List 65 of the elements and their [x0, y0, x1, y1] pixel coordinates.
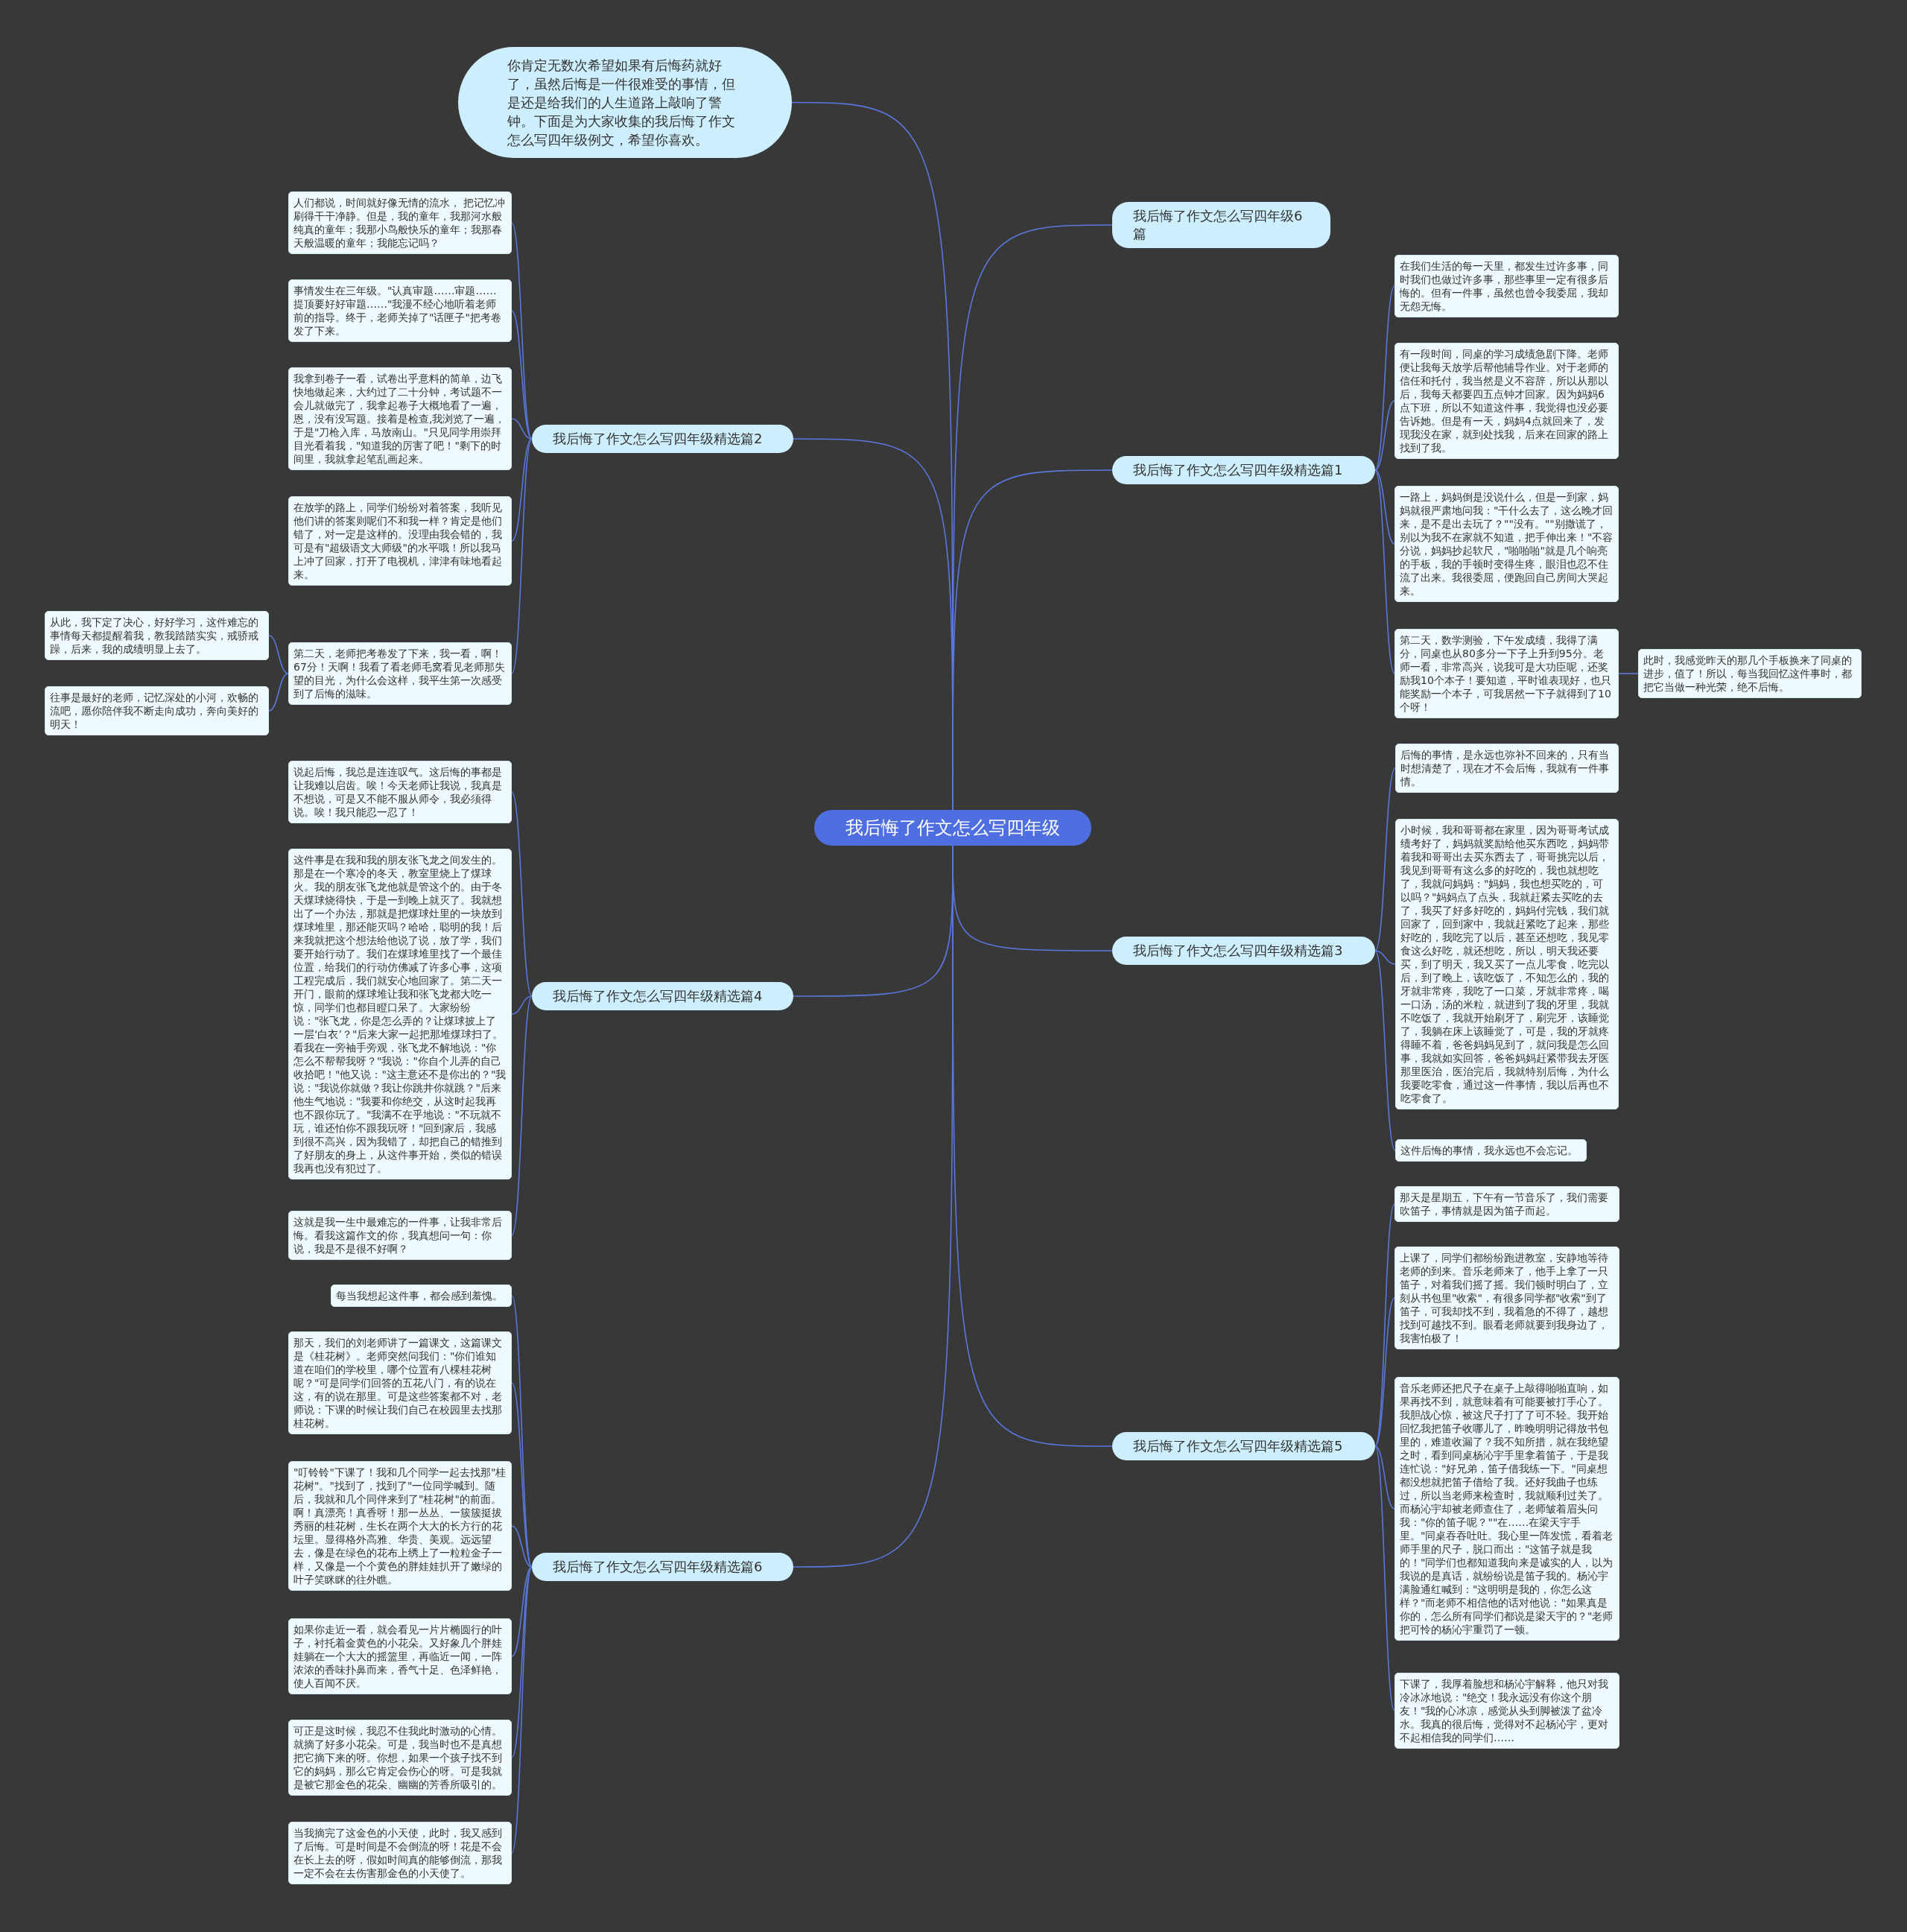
- text-note: 下课了，我厚着脸想和杨沁宇解释，他只对我冷冰冰地说："绝交！我永远没有你这个朋友！"我的心冰凉，感觉从头到脚被泼了盆冷水。我真的很后悔，觉得对不起杨沁宇，更对不起相信我的同学们……: [1394, 1673, 1619, 1749]
- text-note: 每当我想起这件事，都会感到羞愧。: [331, 1285, 512, 1307]
- text-note: 往事是最好的老师，记忆深处的小河，欢畅的流吧，愿你陪伴我不断走向成功，奔向美好的明天！: [45, 686, 269, 735]
- text-note: 如果你走近一看，就会看见一片片椭圆行的叶子，衬托着金黄色的小花朵。又好象几个胖娃娃躺在一个大大的摇篮里，再临近一闻，一阵浓浓的香味扑鼻而来，香气十足、色泽鲜艳，使人百闻不厌。: [288, 1618, 512, 1694]
- connector-line: [1618, 673, 1639, 674]
- connector-line: [1374, 285, 1395, 471]
- connector-line: [1374, 1445, 1395, 1711]
- branch-topic: 我后悔了作文怎么写四年级精选篇6: [532, 1553, 793, 1581]
- branch-topic: 我后悔了作文怎么写四年级精选篇2: [532, 425, 793, 453]
- text-note: 音乐老师还把尺子在桌子上敲得啪啪直响，如果再找不到，就意味着有可能要被打手心了。我胆战心惊，被这尺子打了了可不轻。我开始回忆我把笛子收哪儿了，昨晚明明记得放书包里的，难道收漏了？我不知所措，就在我绝望之时，看到同桌杨沁宇手里拿着笛子，于是我连忙说："好兄弟，笛子借我练一下。"同桌想都没想就把笛子借给了我。还好我曲子也练过，所以当老师来检查时，我就顺利过关了。而杨沁宇却被老师查住了，老师皱着眉头问我："你的笛子呢？""在……在梁天宇手里。"同桌吞吞吐吐。我心里一阵发慌，看着老师手里的尺子，脱口而出："这笛子就是我的！"同学们也都知道我向来是诚实的人，以为我说的是真话，就纷纷说是笛子我的。杨沁宇满脸通红喊到："这明明是我的，你怎么这样？"而老师不相信他的话对他说："如果真是你的，怎么所有同学们都说是梁天宇的？"老师把可怜的杨沁宇重罚了一顿。: [1394, 1377, 1619, 1641]
- connector-line: [1374, 1445, 1395, 1510]
- central-topic: 我后悔了作文怎么写四年级: [814, 810, 1091, 846]
- text-note: 当我摘完了这金色的小天使，此时，我又感到了后悔。可是时间是不会倒流的呀！花是不会在长上去的呀，假如时间真的能够倒流，那我一定不会在去伤害那金色的小天使了。: [288, 1822, 512, 1884]
- connector-line: [511, 418, 533, 440]
- connector-line: [1374, 767, 1396, 951]
- text-note: 事情发生在三年级。"认真审题……审题……提顶要好好审题……"我漫不经心地听着老师前的指导。终于，老师关掉了"话匣子"把考卷发了下来。: [288, 279, 512, 342]
- branch-topic: 我后悔了作文怎么写四年级精选篇5: [1112, 1432, 1375, 1460]
- connector-line: [1374, 400, 1395, 471]
- text-note: "叮铃铃"下课了！我和几个同学一起去找那"桂花树"。"找到了，找到了"一位同学喊到。随后，我就和几个同伴来到了"桂花树"的前面。啊！真漂亮！真香呀！那一丛丛、一簇簇挺拔秀丽的桂花树，生长在两个大大的长方行的花坛里。显得格外高雅、华贵、美观。远远望去，像是在绿色的花布上绣上了一粒粒金子一样，又像是一个个黄色的胖娃娃扒开了嫩绿的叶子笑眯眯的往外瞧。: [288, 1461, 512, 1591]
- text-note: 这就是我一生中最难忘的一件事，让我非常后悔。看我这篇作文的你，我真想问一句：你说，我是不是很不好啊？: [288, 1211, 512, 1260]
- text-note: 上课了，同学们都纷纷跑进教室，安静地等待老师的到来。音乐老师来了，他手上拿了一只笛子，对着我们摇了摇。我们顿时明白了，立刻从书包里"收索"，有很多同学都"收索"到了笛子，可我却找不到，我着急的不得了，越想找到可越找不到。眼看老师就要到我身边了，我害怕极了！: [1394, 1247, 1619, 1349]
- connector-line: [511, 1566, 533, 1854]
- connector-line: [511, 1566, 533, 1758]
- connector-line: [1374, 950, 1396, 1151]
- connector-line: [268, 635, 289, 674]
- text-note: 在我们生活的每一天里，都发生过许多事，同时我们也做过许多事，那些事里一定有很多后悔的。但有一件事，虽然也曾令我委屈，我却无怨无悔。: [1394, 255, 1619, 317]
- text-note: 后悔的事情，是永远也弥补不回来的，只有当时想清楚了，现在才不会后悔，我就有一件事情。: [1395, 744, 1619, 793]
- branch-topic: 我后悔了作文怎么写四年级精选篇4: [532, 982, 793, 1010]
- connector-line: [511, 438, 533, 674]
- connector-line: [1374, 950, 1396, 965]
- connector-line: [511, 1382, 533, 1568]
- branch-topic: 我后悔了作文怎么写四年级6篇: [1112, 202, 1330, 248]
- connector-line: [1374, 469, 1395, 674]
- connector-line: [1374, 1297, 1395, 1447]
- text-note: 第二天，老师把考卷发了下来，我一看，啊！67分！天啊！我看了看老师毛窝看见老师那失望的目光，为什么会这样，我平生第一次感受到了后悔的滋味。: [288, 642, 512, 705]
- text-note: 我拿到卷子一看，试卷出乎意料的简单，边飞快地做起来，大约过了二十分钟，考试题不一会儿就做完了，我拿起卷子大概地看了一遍，恩，没有没写题。接着是检查,我浏览了一遍，于是"刀枪入库，马放南山。"只见同学用崇拜目光看着我，"知道我的厉害了吧！"剩下的时间里，我就拿起笔乱画起来。: [288, 367, 512, 470]
- connector-line: [511, 310, 533, 440]
- text-note: 说起后悔，我总是连连叹气。这后悔的事都是让我难以启齿。唉！今天老师让我说，我真是不想说，可是又不能不服从师令，我必须得说。唉！我只能忍一忍了！: [288, 761, 512, 823]
- connector-line: [268, 673, 289, 712]
- text-note: 这件后悔的事情，我永远也不会忘记。: [1395, 1139, 1587, 1162]
- connector-line: [511, 222, 533, 440]
- connector-line: [511, 1295, 533, 1568]
- connector-line: [511, 1566, 533, 1657]
- connector-line: [511, 995, 533, 1236]
- text-note: 这件事是在我和我的朋友张飞龙之间发生的。那是在一个寒冷的冬天，教室里烧上了煤球火。我的朋友张飞龙他就是管这个的。由于冬天煤球烧得快，于是一到晚上就灭了。我就想出了一个办法，那就是把煤球灶里的一块放到煤球堆里，那还能灭吗？哈哈，聪明的我！后来我就把这个想法给他说了说，放了学，我们要开始行动了。我们在煤球堆里找了一个最佳位置，给我们的行动仿佛减了许多心事，这项工程完成后，我们就安心地回家了。第二天一开门，眼前的煤球堆让我和张飞龙都大吃一惊，同学们也都目瞪口呆了。大家纷纷说："张飞龙，你是怎么弄的？让煤球披上了一层‘白衣’？"后来大家一起把那堆煤球扫了。看我在一旁袖手旁观，张飞龙不解地说："你怎么不帮帮我呀？"我说："你自个儿弄的自己收拾吧！"他又说："这主意还不是你出的？"我说："我说你就做？我让你跳井你就跳？"后来他生气地说："我要和你绝交，从这时起我再也不跟你玩了。"我满不在乎地说："不玩就不玩，谁还怕你不跟我玩呀！"回到家后，我感到很不高兴，因为我错了，却把自己的错推到了好朋友的身上，从这件事开始，类似的错误我再也没有犯过了。: [288, 849, 512, 1179]
- text-note: 那天是星期五，下午有一节音乐了，我们需要吹笛子，事情就是因为笛子而起。: [1394, 1186, 1619, 1222]
- connector-line: [511, 995, 533, 1015]
- text-note: 一路上，妈妈倒是没说什么，但是一到家，妈妈就很严肃地问我："干什么去了，这么晚才回来，是不是出去玩了？""没有。""别撒谎了，别以为我不在家就不知道，把手伸出来！"不容分说，妈妈抄起软尺，"啪啪啪"就是几个响亮的手板，我的手顿时变得生疼，眼泪也忍不住流了出来。我很委屈，便跑回自己房间大哭起来。: [1394, 486, 1619, 602]
- connector-line: [1374, 469, 1395, 545]
- connector-line: [511, 438, 533, 542]
- branch-topic: 我后悔了作文怎么写四年级精选篇1: [1112, 456, 1375, 484]
- text-note: 人们都说，时间就好像无情的流水， 把记忆冲刷得干干净静。但是，我的童年，我那河水般纯真的童年；我那小鸟般快乐的童年；我那春天般温暖的童年；我能忘记吗？: [288, 191, 512, 254]
- branch-topic: 我后悔了作文怎么写四年级精选篇3: [1112, 937, 1375, 965]
- connector-line: [1374, 1203, 1395, 1447]
- text-note: 第二天，数学测验，下午发成绩，我得了满分，同桌也从80多分一下子上升到95分。老师一看，非常高兴，说我可是大功臣呢，还奖励我10个本子！要知道，平时谁表现好，也只能奖励一个本子，可我居然一下子就得到了10个呀！: [1394, 629, 1619, 718]
- text-note: 此时，我感觉昨天的那几个手板换来了同桌的进步，值了！所以，每当我回忆这件事时，都把它当做一种光荣，绝不后悔。: [1638, 649, 1862, 698]
- text-note: 小时候，我和哥哥都在家里，因为哥哥考试成绩考好了，妈妈就奖励给他买东西吃，妈妈带着我和哥哥出去买东西去了，哥哥挑完以后，我见到哥哥有这么多的好吃的，我也就想吃了，我就问妈妈："妈妈，我也想买吃的，可以吗？"妈妈点了点头，我就赶紧去买吃的去了，我买了好多好吃的，妈妈付完钱，我们就回家了，回到家中，我就赶紧吃了起来，那些好吃的，我吃完了以后，甚至还想吃，我见零食这么好吃，就还想吃，所以，明天我还要买，到了明天，我又买了一点儿零食，吃完以后，到了晚上，该吃饭了，不知怎么的，我的牙就非常疼，我吃了一口菜，牙就非常疼，喝一口汤，汤的米粒，就进到了我的牙里，我就不吃饭了，我就开始刷牙了，刷完牙，该睡觉了，我躺在床上该睡觉了，可是，我的牙就疼得睡不着，爸爸妈妈见到了，就问我是怎么回事，我就如实回答，爸爸妈妈赶紧带我去牙医那里医治，医治完后，我就特别后悔，为什么我要吃零食，通过这一件事情，我以后再也不吃零食了。: [1395, 819, 1619, 1109]
- text-note: 从此，我下定了决心，好好学习，这件难忘的事情每天都提醒着我，教我踏踏实实，戒骄戒躁，后来，我的成绩明显上去了。: [45, 611, 269, 660]
- text-note: 可正是这时候，我忍不住我此时激动的心情。就摘了好多小花朵。可是，我当时也不是真想把它摘下来的呀。你想，如果一个孩子找不到它的妈妈，那么它肯定会伤心的呀。可是我就是被它那金色的花朵、幽幽的芳香所吸引的。: [288, 1720, 512, 1796]
- intro-bubble: 你肯定无数次希望如果有后悔药就好了，虽然后悔是一件很难受的事情，但是还是给我们的人生道路上敲响了警钟。下面是为大家收集的我后悔了作文怎么写四年级例文，希望你喜欢。: [458, 47, 792, 158]
- text-note: 有一段时间，同桌的学习成绩急剧下降。老师便让我每天放学后帮他辅导作业。对于老师的信任和托付，我当然是义不容辞，所以从那以后，我每天都要四五点钟才回家。因为妈妈6点下班，所以不知道这件事，我觉得也没必要告诉她。但是有一天，妈妈4点就回来了，发现我没在家，就到处找我，后来在回家的路上找到了我。: [1394, 343, 1619, 459]
- text-note: 那天，我们的刘老师讲了一篇课文，这篇课文是《桂花树》。老师突然问我们："你们谁知道在咱们的学校里，哪个位置有八棵桂花树呢？"可是同学们回答的五花八门，有的说在这，有的说在那里。可是这些答案都不对，老师说：下课的时候让我们自己在校园里去找那桂花树。: [288, 1331, 512, 1434]
- connector-line: [511, 1525, 533, 1568]
- connector-line: [511, 791, 533, 997]
- text-note: 在放学的路上，同学们纷纷对着答案，我听见他们讲的答案则呢们不和我一样？肯定是他们错了，对一定是这样的。没理由我会错的，我可是有"超级语文大师级"的水平哦！所以我马上冲了回家，打开了电视机，津津有味地看起来。: [288, 496, 512, 586]
